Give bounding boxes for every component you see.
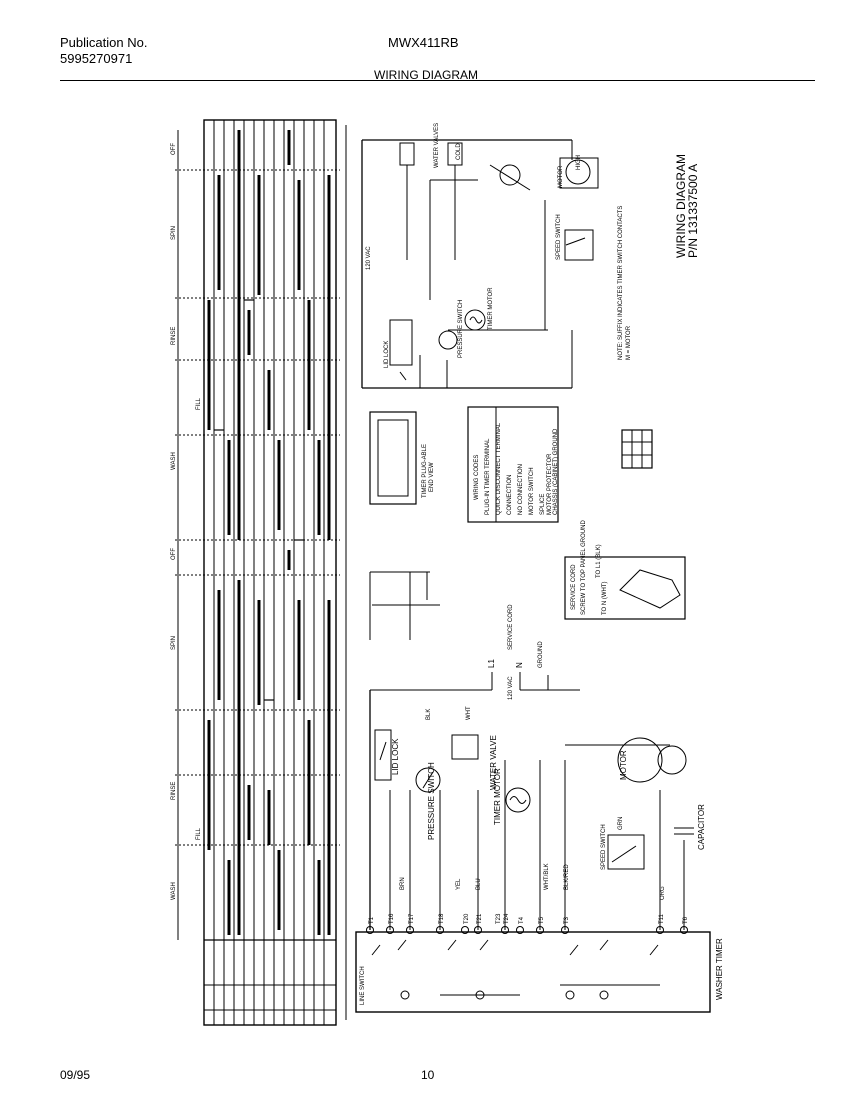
footer-date: 09/95 [60, 1068, 91, 1082]
upper-lid-lock-label: LID LOCK [384, 341, 390, 368]
page-number: 10 [421, 1068, 435, 1082]
upper-pressure-switch-label: PRESSURE SWITCH [458, 300, 464, 358]
wiring-code-5: SPLICE [540, 494, 546, 515]
header-rule [60, 80, 815, 81]
wire-brn: BRN [400, 877, 406, 890]
timing-wash-2: WASH [171, 882, 177, 900]
lower-water-valve-label: WATER VALVE [489, 735, 498, 790]
line-switch-label: LINE SWITCH [360, 966, 366, 1005]
terminal-t6: T6 [683, 916, 689, 924]
wiring-code-3: NO CONNECTION [518, 464, 524, 515]
service-cord-to-l1: TO L1 (BLK) [596, 544, 602, 578]
terminal-t23: T23 [496, 913, 502, 924]
timing-chart [175, 119, 347, 1026]
lower-timer-motor-label: TIMER MOTOR [493, 768, 502, 825]
spin-timing-graph [369, 571, 440, 640]
plug-view-label-1: TIMER PLUG-ABLE [422, 444, 428, 498]
page-title: WIRING DIAGRAM [374, 68, 478, 82]
wire-wht-blk: WHT/BLK [544, 863, 550, 890]
terminal-t18: T18 [439, 913, 445, 924]
model-number: MWX411RB [388, 35, 459, 50]
upper-note-motor: M = MOTOR [626, 325, 632, 360]
wiring-code-6: MOTOR PROTECTOR [547, 453, 553, 515]
terminal-t21: T21 [477, 913, 483, 924]
terminal-t4: T4 [519, 916, 525, 924]
publication-label: Publication No. [60, 35, 148, 50]
lower-motor-label: MOTOR [619, 750, 628, 780]
wiring-code-0: PLUG-IN TIMER TERMINAL [485, 438, 491, 515]
terminal-t11: T11 [659, 913, 665, 924]
speed-switch-table [621, 429, 653, 469]
wiring-codes-title: WIRING CODES [474, 455, 480, 500]
service-cord-to-n: TO N (WHT) [602, 581, 608, 615]
wire-wht: WHT [466, 706, 472, 720]
timing-spin-1: SPIN [171, 226, 177, 240]
capacitor-label: CAPACITOR [697, 804, 706, 850]
terminal-t1: T1 [369, 916, 375, 924]
lower-lid-lock-label: LID LOCK [391, 738, 400, 775]
wiring-code-7: CHASSIS (CABINET) GROUND [553, 428, 559, 515]
terminal-t20: T20 [464, 913, 470, 924]
wiring-code-1: QUICK DISCONNECT TERMINAL [496, 422, 502, 515]
upper-motor-label: MOTOR [558, 165, 564, 188]
terminal-row [366, 926, 688, 934]
service-cord-vac: 120 VAC [508, 676, 514, 700]
wiring-code-2: CONNECTION [507, 475, 513, 515]
service-cord-ground: GROUND [538, 641, 544, 668]
timing-fill-1: FILL [196, 397, 202, 410]
lower-speed-switch-label: SPEED SWITCH [601, 824, 607, 870]
service-cord-lines [370, 672, 580, 691]
lower-pressure-switch-label: PRESSURE SWITCH [427, 762, 436, 840]
timing-wash-1: WASH [171, 452, 177, 470]
voltage-label: 120 VAC [366, 246, 372, 270]
timing-spin-2: SPIN [171, 636, 177, 650]
timing-off-top: OFF [171, 143, 177, 155]
lower-wiring-diagram [355, 690, 711, 1013]
wire-blk-red: BLK/RED [564, 864, 570, 890]
service-cord-box-title: SERVICE CORD [571, 564, 577, 610]
wire-grn: GRN [618, 817, 624, 830]
wiring-codes-box [467, 406, 559, 523]
washer-timer-label: WASHER TIMER [715, 938, 724, 1000]
service-cord-box [564, 556, 686, 620]
service-cord-label: SERVICE CORD [508, 604, 514, 650]
timing-fill-2: FILL [196, 827, 202, 840]
upper-timer-motor-label: TIMER MOTOR [488, 287, 494, 330]
wiring-code-4: MOTOR SWITCH [529, 467, 535, 515]
high-label: HIGH [576, 155, 582, 170]
wire-blu: BLU [476, 878, 482, 890]
water-valves-label: WATER VALVES [434, 123, 440, 168]
upper-wiring-diagram [361, 139, 599, 389]
service-cord-screw: SCREW TO TOP PANEL GROUND [581, 520, 587, 615]
upper-diagram-title: WIRING DIAGRAM [674, 154, 688, 258]
timing-rinse-1: RINSE [171, 327, 177, 345]
wire-org: ORG [660, 886, 666, 900]
terminal-t17: T17 [409, 913, 415, 924]
cold-label: COLD [456, 143, 462, 160]
timer-plug-view [369, 411, 417, 505]
wire-yel: YEL [456, 878, 462, 890]
terminal-t5: T5 [539, 916, 545, 924]
terminal-t16: T16 [389, 913, 395, 924]
timing-rinse-2: RINSE [171, 782, 177, 800]
service-cord-n: N [515, 662, 524, 668]
service-cord-l1: L1 [487, 659, 496, 668]
publication-number: 5995270971 [60, 51, 133, 66]
upper-speed-switch-label: SPEED SWITCH [556, 214, 562, 260]
wire-blk: BLK [426, 709, 432, 720]
terminal-t3: T3 [564, 916, 570, 924]
upper-diagram-part-number: P/N 131337500 A [686, 164, 700, 258]
terminal-t24: T24 [504, 913, 510, 924]
timing-off-mid: OFF [171, 548, 177, 560]
upper-note: NOTE: SUFFIX INDICATES TIMER SWITCH CONT… [618, 206, 624, 360]
plug-view-label-2: END VIEW [429, 462, 435, 492]
